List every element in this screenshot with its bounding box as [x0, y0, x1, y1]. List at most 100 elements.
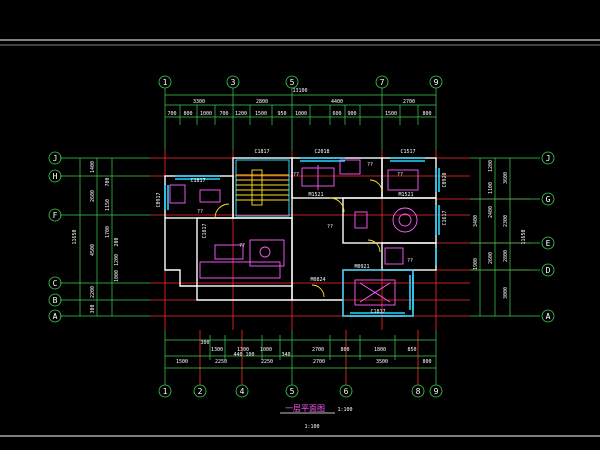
- dim-left-small-2: 1700: [105, 226, 111, 238]
- label-c0917: C0917: [156, 192, 162, 207]
- label-m1521: M1521: [308, 192, 323, 198]
- windows: [164, 157, 440, 317]
- label-c1817-bedroom: C1817: [190, 178, 205, 184]
- dim-bot1-7: 850: [407, 347, 416, 353]
- axis-top-5: 5: [290, 78, 295, 87]
- axis-top-9: 9: [434, 78, 439, 87]
- label-qq-5: ??: [367, 162, 373, 168]
- dim-bot1-3: 340: [281, 352, 290, 358]
- label-qq-4: ??: [407, 258, 413, 264]
- dim-top2-6: 950: [277, 111, 286, 117]
- left-axis-bubbles: [48, 151, 62, 323]
- right-axis-bubbles: [541, 151, 555, 323]
- dim-bot-small-2: 100: [245, 352, 254, 358]
- axis-top-1: 1: [163, 78, 168, 87]
- dim-top-3: 4400: [331, 99, 343, 105]
- label-c1617: C1617: [442, 210, 448, 225]
- axis-right-E: E: [546, 239, 551, 248]
- dim-top2-0: 700: [167, 111, 176, 117]
- dim-right-2: 2800: [503, 250, 509, 262]
- label-qq-2: ??: [239, 243, 245, 249]
- dim-right-small-3: 3400: [473, 215, 479, 227]
- dim-top-4: 2700: [403, 99, 415, 105]
- dim-top2-10: 1500: [385, 111, 397, 117]
- dim-bot1-4: 2700: [312, 347, 324, 353]
- axis-top-7: 7: [380, 78, 385, 87]
- axis-left-F: F: [53, 211, 58, 220]
- label-c1817-stair: C1817: [254, 149, 269, 155]
- label-qq-7: ??: [397, 172, 403, 178]
- dim-top2-4: 1200: [235, 111, 247, 117]
- dim-bot2-3: 2700: [313, 359, 325, 365]
- dim-top2-5: 1500: [255, 111, 267, 117]
- drawing-subscale: 1:100: [304, 424, 319, 430]
- stairs-doors: [214, 169, 383, 298]
- axis-bottom-8: 8: [416, 387, 421, 396]
- axis-left-C: C: [53, 279, 58, 288]
- dim-left-4: 300: [90, 304, 96, 313]
- bottom-axis-bubbles: [158, 384, 443, 398]
- dim-bot-small-0: 300: [200, 340, 209, 346]
- dim-bot1-1: 1300: [237, 347, 249, 353]
- dim-right-3: 3000: [503, 287, 509, 299]
- dim-left-small-0: 700: [105, 177, 111, 186]
- dim-top2-2: 1000: [200, 111, 212, 117]
- axis-bottom-4: 4: [240, 387, 245, 396]
- axis-bottom-9: 9: [434, 387, 439, 396]
- label-c1817-bottom: C1817: [370, 309, 385, 315]
- dim-top-1: 3300: [193, 99, 205, 105]
- axis-left-A: A: [53, 312, 58, 321]
- axis-bottom-1: 1: [163, 387, 168, 396]
- dim-left-small-3: 200: [114, 237, 120, 246]
- dim-top2-1: 800: [183, 111, 192, 117]
- axis-right-D: D: [546, 266, 551, 275]
- axis-right-J: J: [546, 154, 551, 163]
- dim-left-1: 2600: [90, 190, 96, 202]
- dim-bot2-1: 2250: [215, 359, 227, 365]
- axis-top-3: 3: [231, 78, 236, 87]
- dim-right-1: 2300: [503, 215, 509, 227]
- label-c0920: C0920: [442, 172, 448, 187]
- dim-left-2: 4500: [90, 244, 96, 256]
- dim-right-small-4: 2600: [488, 252, 494, 264]
- axis-left-B: B: [53, 296, 58, 305]
- dim-top2-3: 700: [219, 111, 228, 117]
- label-m1521-b: M1521: [398, 192, 413, 198]
- axis-left-H: H: [53, 172, 58, 181]
- label-c2018: C2018: [314, 149, 329, 155]
- dim-bot1-2: 1000: [260, 347, 272, 353]
- axis-bottom-2: 2: [198, 387, 203, 396]
- dim-top2-11: 800: [422, 111, 431, 117]
- axis-right-G: G: [546, 195, 551, 204]
- dim-top-total: 13100: [292, 88, 307, 94]
- dim-right-total: 11650: [521, 229, 527, 244]
- dim-left-total: 11650: [72, 229, 78, 244]
- dim-right-small-1: 1100: [488, 182, 494, 194]
- dim-left-3: 2200: [90, 286, 96, 298]
- dim-bot2-0: 1500: [176, 359, 188, 365]
- label-m0824: M0824: [310, 277, 325, 283]
- dim-bot1-5: 800: [340, 347, 349, 353]
- dim-right-0: 3600: [503, 172, 509, 184]
- dim-top2-8: 600: [332, 111, 341, 117]
- dim-left-0: 1400: [90, 161, 96, 173]
- dim-bot2-4: 3500: [376, 359, 388, 365]
- dim-right-small-5: 1900: [473, 258, 479, 270]
- label-c1817-vert: C1817: [202, 223, 208, 238]
- drawing-scale: 1:100: [337, 407, 352, 413]
- dim-left-small-5: 1000: [114, 270, 120, 282]
- axis-right-A: A: [546, 312, 551, 321]
- top-axis-bubbles: [158, 75, 443, 89]
- drawing-title: 一层平面图: [285, 404, 325, 413]
- furniture: [169, 159, 419, 306]
- dim-bot2-2: 2250: [261, 359, 273, 365]
- dim-bot1-6: 1800: [374, 347, 386, 353]
- label-m0921: M0921: [354, 264, 369, 270]
- axis-bottom-6: 6: [344, 387, 349, 396]
- label-qq-3: ??: [327, 224, 333, 230]
- label-c1517: C1517: [400, 149, 415, 155]
- axis-left-J: J: [53, 154, 58, 163]
- dim-bot1-0: 1300: [211, 347, 223, 353]
